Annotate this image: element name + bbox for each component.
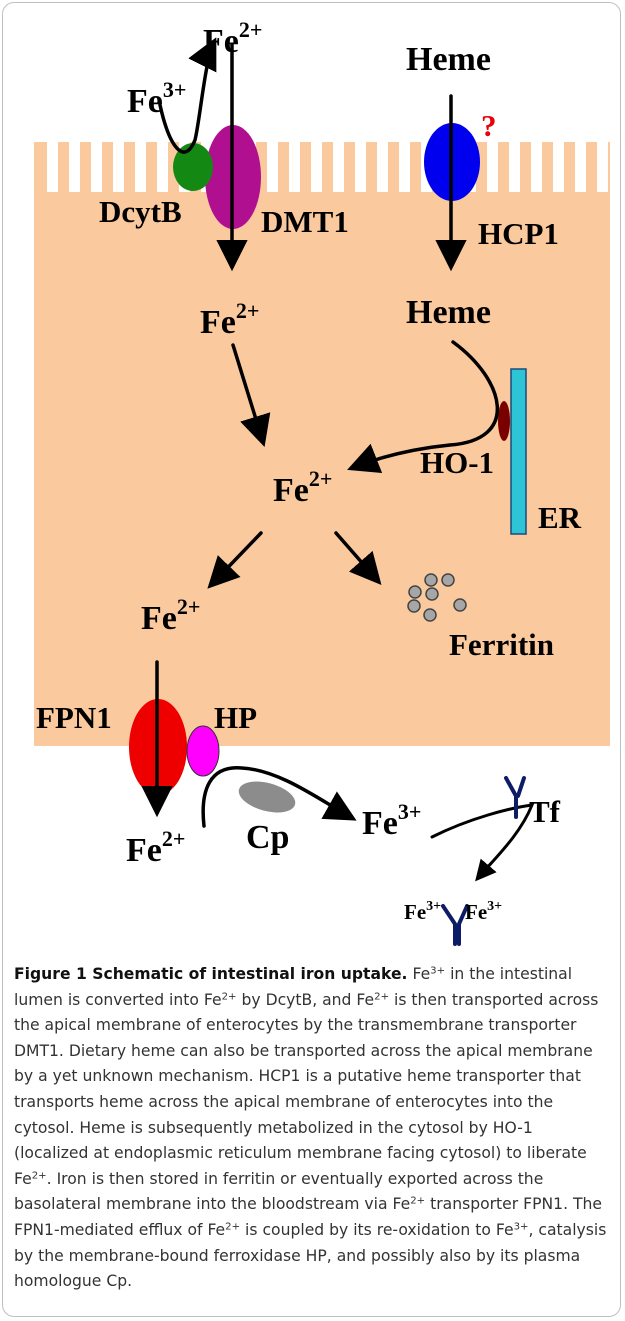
cp-ceruloplasmin — [238, 781, 296, 813]
label-tf: Tf — [529, 794, 561, 829]
microvillus-gap — [597, 142, 608, 192]
microvillus-gap — [575, 142, 586, 192]
label-fe2-left: Fe2+ — [141, 594, 200, 637]
label-fe3-tf-right: Fe3+ — [465, 899, 502, 924]
label-heme-top: Heme — [406, 41, 491, 78]
ho1-enzyme — [498, 401, 510, 441]
label-fe2-mid: Fe2+ — [200, 298, 259, 341]
microvillus-gap — [157, 142, 168, 192]
microvillus-gap — [91, 142, 102, 192]
microvillus-gap — [553, 142, 564, 192]
iron-uptake-diagram: Fe2+ Fe3+ Heme ? DcytB DMT1 HCP1 Fe2+ He… — [34, 17, 610, 946]
label-fe2-center: Fe2+ — [273, 466, 332, 509]
label-hp: HP — [214, 700, 257, 735]
microvillus-gap — [311, 142, 322, 192]
label-fe3-top: Fe3+ — [127, 77, 186, 120]
arrow-heme-to-fe2 — [347, 340, 500, 474]
microvillus-gap — [113, 142, 124, 192]
microvillus-gap — [355, 142, 366, 192]
arrow-fe3-to-tf — [430, 803, 535, 882]
microvillus-gap — [399, 142, 410, 192]
microvillus-gap — [267, 142, 278, 192]
figure-caption: Figure 1 Schematic of intestinal iron up… — [14, 962, 610, 1295]
tf-molecule-bottom — [441, 904, 469, 946]
arrow-fe2-to-ferritin — [334, 531, 382, 585]
label-fpn1: FPN1 — [36, 700, 112, 735]
microvillus-gap — [333, 142, 344, 192]
label-hcp1: HCP1 — [478, 216, 559, 251]
arrow-fe2-oxidation — [201, 766, 357, 828]
arrow-fe2-to-left — [207, 531, 263, 589]
label-heme-mid: Heme — [406, 294, 491, 331]
label-fe3-bottom: Fe3+ — [362, 799, 421, 842]
label-fe2-bottom: Fe2+ — [126, 826, 185, 869]
label-question: ? — [481, 108, 497, 143]
label-er: ER — [538, 500, 582, 535]
microvillus-gap — [135, 142, 146, 192]
label-cp: Cp — [246, 819, 289, 856]
label-ho1: HO-1 — [420, 445, 494, 480]
tf-molecule-top — [504, 776, 526, 819]
label-dmt1: DMT1 — [261, 204, 349, 239]
ferritin-particles — [407, 573, 467, 622]
hp-ferroxidase — [186, 725, 220, 777]
caption-text: Fe3+ in the intestinal lumen is converte… — [14, 965, 607, 1291]
label-fe3-tf-left: Fe3+ — [404, 899, 441, 924]
arrow-fe3-to-fe2 — [158, 37, 217, 154]
microvillus-gap — [289, 142, 300, 192]
microvillus-gap — [531, 142, 542, 192]
er-membrane — [510, 368, 527, 535]
microvillus-gap — [377, 142, 388, 192]
label-fe2-top: Fe2+ — [203, 17, 262, 60]
label-ferritin: Ferritin — [449, 627, 554, 662]
microvillus-gap — [487, 142, 498, 192]
arrow-fe2-down — [231, 343, 271, 448]
caption-title: Figure 1 Schematic of intestinal iron up… — [14, 965, 408, 983]
microvillus-gap — [47, 142, 58, 192]
microvillus-gap — [509, 142, 520, 192]
microvillus-gap — [69, 142, 80, 192]
label-dcytb: DcytB — [99, 194, 182, 229]
dcytb-enzyme — [173, 143, 213, 191]
